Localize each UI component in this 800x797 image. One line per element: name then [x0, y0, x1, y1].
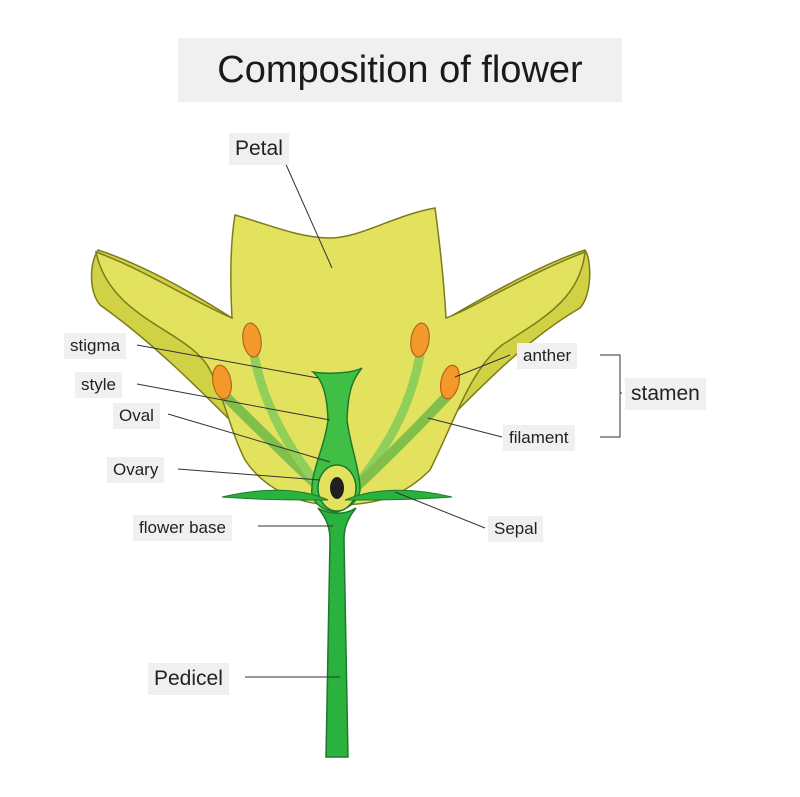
- leader-ovary: [177, 468, 321, 481]
- label-stigma: stigma: [64, 333, 127, 359]
- label-anther: anther: [517, 343, 578, 369]
- petal-main: [94, 207, 586, 506]
- stamen-bracket: [600, 354, 622, 438]
- label-pedicel: Pedicel: [148, 663, 229, 695]
- label-oval: Oval: [113, 403, 160, 429]
- anther-4: [439, 364, 461, 400]
- leader-oval: [167, 413, 331, 463]
- leader-style: [136, 383, 331, 421]
- label-flower-base: flower base: [133, 515, 232, 541]
- anther-1: [212, 364, 232, 400]
- label-style: style: [75, 372, 122, 398]
- leader-anther: [454, 354, 511, 378]
- label-filament: filament: [503, 425, 575, 451]
- sepal-left: [221, 489, 329, 501]
- leader-petal: [283, 159, 333, 269]
- leader-lines: [136, 159, 622, 678]
- leader-stigma: [136, 344, 319, 379]
- sepal-right: [344, 489, 453, 501]
- filament-4: [350, 390, 453, 493]
- leader-filament: [427, 417, 503, 438]
- label-ovary: Ovary: [107, 457, 165, 483]
- pedicel: [317, 507, 357, 758]
- diagram-title: Composition of flower: [178, 38, 622, 102]
- anther-2: [242, 322, 262, 358]
- filament-2: [249, 350, 325, 493]
- leader-sepal: [394, 491, 486, 529]
- ovule: [330, 477, 344, 499]
- label-petal: Petal: [229, 133, 289, 165]
- label-sepal: Sepal: [488, 516, 544, 542]
- label-stamen: stamen: [625, 378, 706, 410]
- anther-3: [410, 322, 430, 358]
